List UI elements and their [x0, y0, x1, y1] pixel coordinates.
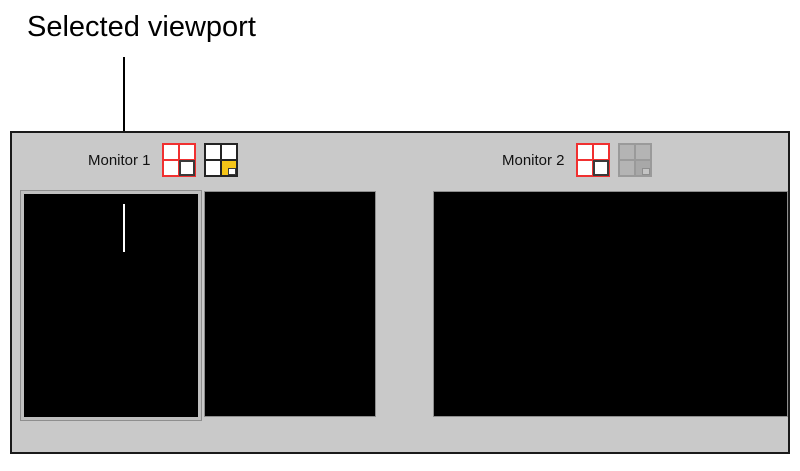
- annotation-label: Selected viewport: [27, 11, 256, 43]
- monitor-2-label: Monitor 2: [502, 151, 565, 169]
- monitor-group-1: Monitor 1: [12, 133, 402, 452]
- quad-cell-bottom-left: [205, 161, 220, 175]
- nested-cell-bottom-left: [636, 168, 643, 174]
- nested-cell-top-right: [229, 162, 235, 168]
- quad-cell-top-right: [179, 145, 194, 159]
- monitor-1-label: Monitor 1: [88, 151, 151, 169]
- nested-cell-top-left: [636, 162, 643, 168]
- monitor-1-header: Monitor 1: [88, 143, 238, 177]
- nested-cell-bottom-right: [642, 167, 650, 175]
- nested-cell-bottom-right: [228, 167, 236, 175]
- monitor-2-header: Monitor 2: [502, 143, 652, 177]
- quad-cell-top-left: [577, 145, 592, 159]
- monitor-2-quad-split-nested-yellow-icon-disabled: [617, 143, 652, 177]
- quad-cell-bottom-right: [178, 160, 195, 176]
- monitor-1-quad-split-nested-yellow-icon[interactable]: [203, 143, 238, 177]
- nested-cell-bottom-left: [222, 168, 229, 174]
- quad-cell-bottom-right-nested: [221, 161, 236, 175]
- quad-cell-top-right: [593, 145, 608, 159]
- monitor-1-quad-split-red-icon[interactable]: [161, 143, 196, 177]
- quad-cell-bottom-left: [619, 161, 634, 175]
- monitor-1-viewport-2[interactable]: [204, 191, 376, 417]
- monitor-1-viewport-1[interactable]: [21, 191, 201, 420]
- monitor-2-quad-split-red-icon[interactable]: [575, 143, 610, 177]
- monitor-2-viewport-1[interactable]: [433, 191, 788, 417]
- quad-cell-bottom-left: [577, 161, 592, 175]
- nested-cell-top-right: [643, 162, 649, 168]
- viewport-layout-panel: Monitor 1: [10, 131, 790, 454]
- quad-cell-top-right: [635, 145, 650, 159]
- quad-cell-top-left: [205, 145, 220, 159]
- annotation-leader-line: [123, 57, 125, 204]
- quad-cell-top-left: [163, 145, 178, 159]
- nested-cell-top-left: [222, 162, 229, 168]
- annotation-leader-line-overlay: [123, 204, 125, 252]
- monitor-group-2: Monitor 2: [402, 133, 788, 452]
- quad-cell-bottom-right: [592, 160, 609, 176]
- quad-cell-top-left: [619, 145, 634, 159]
- quad-cell-bottom-left: [163, 161, 178, 175]
- quad-cell-bottom-right-nested: [635, 161, 650, 175]
- quad-cell-top-right: [221, 145, 236, 159]
